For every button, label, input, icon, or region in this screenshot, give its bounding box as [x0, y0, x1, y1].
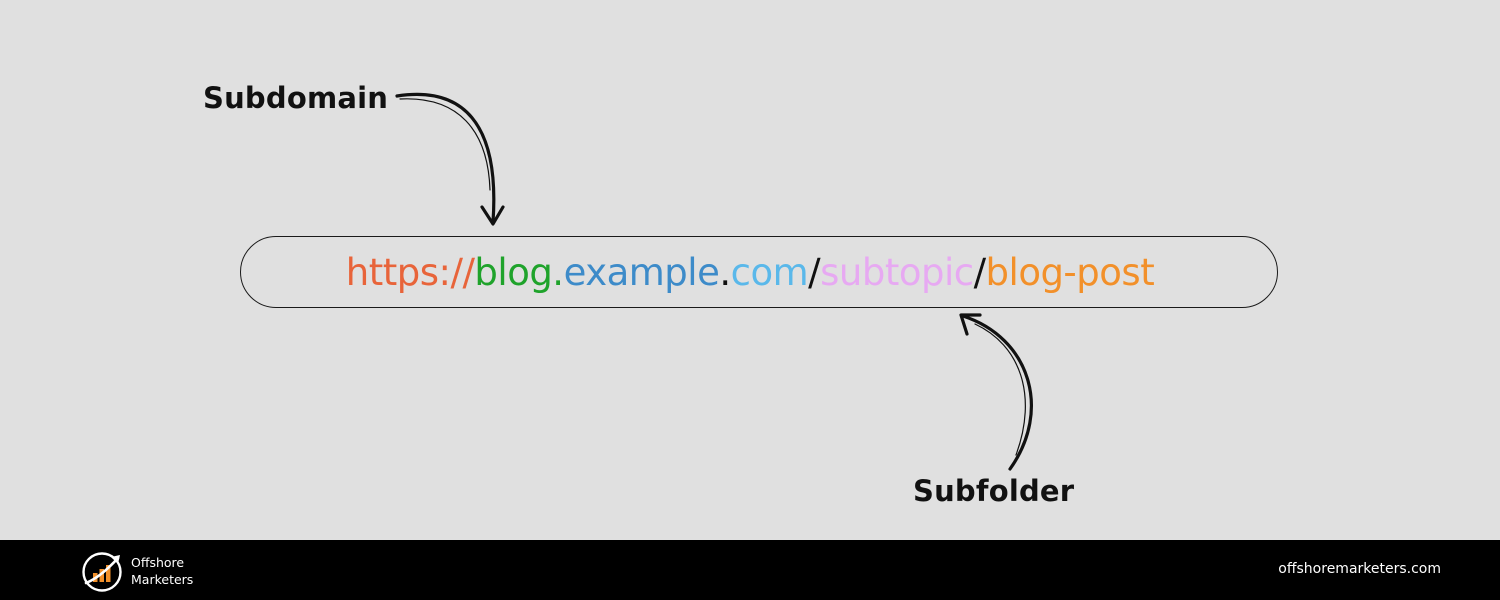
url-slash-2: /: [973, 251, 986, 294]
url-tld: com: [730, 251, 809, 294]
curved-arrow-down-icon: [395, 92, 505, 226]
brand-line-2: Marketers: [131, 572, 194, 587]
website-link[interactable]: offshoremarketers.com: [1278, 561, 1441, 577]
url-text: https://blog.example.com/subtopic/blog-p…: [0, 250, 1500, 296]
url-scheme: https://: [345, 251, 475, 294]
url-page: blog-post: [985, 251, 1155, 294]
url-subdomain: blog.: [474, 251, 564, 294]
offshore-marketers-logo-icon: [82, 552, 122, 592]
url-domain: example: [563, 251, 720, 294]
url-dot: .: [719, 251, 731, 294]
subfolder-label: Subfolder: [913, 474, 1075, 508]
subdomain-label: Subdomain: [203, 81, 389, 115]
brand-name: Offshore Marketers: [131, 554, 193, 588]
url-bar: [240, 236, 1278, 308]
brand-line-1: Offshore: [131, 555, 185, 570]
curved-arrow-up-icon: [959, 313, 1033, 471]
url-subfolder: subtopic: [820, 251, 974, 294]
footer-bar: Offshore Marketers offshoremarketers.com: [0, 540, 1500, 600]
url-slash-1: /: [808, 251, 821, 294]
